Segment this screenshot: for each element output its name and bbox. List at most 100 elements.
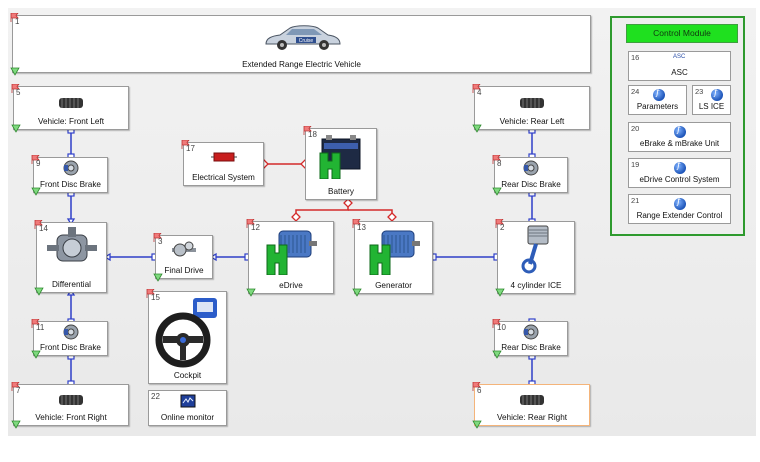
green-port-icon [34,287,44,296]
electric-motor-icon [266,230,317,275]
block-flag-icon [352,219,361,228]
block-flag-icon [246,219,255,228]
block-number: 11 [36,323,45,332]
block-label: Vehicle: Rear Right [496,413,568,422]
tire-icon [520,98,544,108]
block-flag-icon [495,219,504,228]
block-number: 14 [39,224,48,233]
disc-brake-icon [523,324,539,340]
block-label: Cockpit [173,371,202,380]
ebrake-unit-block[interactable]: 20 eBrake & mBrake Unit [628,122,731,152]
green-port-icon [472,124,482,133]
ls-ice-block[interactable]: 23 LS ICE [692,85,731,115]
block-label: Differential [52,280,91,289]
block-flag-icon [31,319,40,328]
block-number: 4 [477,88,482,97]
block-label: Electrical System [192,173,255,182]
block-number: 18 [308,130,317,139]
block-label: Final Drive [164,266,204,275]
differential-block[interactable]: 14 Differential [34,220,107,296]
green-port-icon [246,288,256,297]
green-port-icon [472,420,482,429]
monitor-icon [180,394,195,408]
block-flag-icon [472,84,481,93]
gear-shaft-icon [172,241,196,257]
asc-icon: ASC [673,54,686,60]
electrical-system-block[interactable]: 17 Electrical System [181,140,264,186]
tire-icon [59,98,83,108]
disc-brake-icon [63,324,78,340]
block-number: 19 [631,160,640,169]
block-number: 2 [500,223,505,232]
green-port-icon [31,187,41,196]
block-label: Vehicle: Rear Left [499,117,565,126]
asc-block[interactable]: 16 ASC ASC [628,51,731,81]
rear-disc-brake-bottom-block[interactable]: 10 Rear Disc Brake [492,319,568,359]
green-port-icon [31,350,41,359]
generator-block[interactable]: 13 Generator [352,219,433,297]
car-badge: Cruise [298,38,313,44]
cockpit-block[interactable]: 15 Cockpit [146,289,227,384]
final-drive-block[interactable]: 3 Final Drive [153,233,213,282]
block-flag-icon [10,13,19,22]
block-number: 16 [631,53,640,62]
block-number: 15 [151,293,160,302]
block-number: 3 [158,237,163,246]
green-port-icon [492,187,502,196]
green-port-icon [492,350,502,359]
block-number: 23 [695,87,704,96]
block-label: Generator [375,281,412,290]
function-icon [674,161,686,174]
edrive-control-block[interactable]: 19 eDrive Control System [628,158,731,188]
car-icon: Cruise [264,25,341,50]
front-right-wheel-block[interactable]: 7 Vehicle: Front Right [11,382,129,429]
block-number: 5 [16,88,21,97]
block-label: eBrake & mBrake Unit [639,139,720,148]
block-flag-icon [31,155,40,164]
ice-engine-block[interactable]: 2 4 cylinder ICE [495,219,575,297]
block-flag-icon [472,382,481,391]
block-number: 10 [497,323,506,332]
front-left-wheel-block[interactable]: 5 Vehicle: Front Left [11,84,129,133]
battery-icon [319,135,361,179]
green-port-icon [11,420,21,429]
block-label: ASC [671,68,688,77]
rear-left-wheel-block[interactable]: 4 Vehicle: Rear Left [472,84,590,133]
parameters-icon [653,88,665,101]
green-port-icon [153,273,163,282]
block-number: 9 [36,159,41,168]
block-label: Parameters [636,102,679,111]
block-number: 22 [151,392,160,401]
vehicle-block[interactable]: 1 Cruise Extended Range Electric Vehicle [10,13,591,76]
range-extender-control-block[interactable]: 21 Range Extender Control [628,194,731,224]
block-flag-icon [11,382,20,391]
block-label: 4 cylinder ICE [510,281,562,290]
block-number: 6 [477,386,482,395]
resistor-icon [210,152,237,162]
block-label: Online monitor [160,413,215,422]
piston-icon [521,225,549,274]
block-number: 21 [631,196,640,205]
rear-disc-brake-top-block[interactable]: 8 Rear Disc Brake [492,155,568,196]
front-disc-brake-bottom-block[interactable]: 11 Front Disc Brake [31,319,108,359]
online-monitor-block[interactable]: 22 Online monitor [148,390,227,426]
battery-block[interactable]: 18 Battery [303,126,377,200]
control-module-panel: Control Module 16 ASC ASC 24 Parameters … [610,16,745,236]
front-disc-brake-top-block[interactable]: 9 Front Disc Brake [31,155,108,196]
edrive-block[interactable]: 12 eDrive [246,219,334,297]
function-icon [674,197,686,210]
block-label: LS ICE [698,102,725,111]
block-label: Rear Disc Brake [501,180,561,189]
green-port-icon [495,288,505,297]
block-number: 13 [357,223,366,232]
block-label: eDrive Control System [639,175,720,184]
block-label: Rear Disc Brake [501,343,561,352]
block-label: Range Extender Control [636,211,723,220]
block-flag-icon [146,289,155,298]
parameters-block[interactable]: 24 Parameters [628,85,687,115]
rear-right-wheel-block[interactable]: 6 Vehicle: Rear Right [472,382,590,429]
generator-motor-icon [369,230,420,275]
block-label: Vehicle: Front Right [35,413,107,422]
function-icon [674,125,686,138]
control-module-title: Control Module [626,24,738,43]
